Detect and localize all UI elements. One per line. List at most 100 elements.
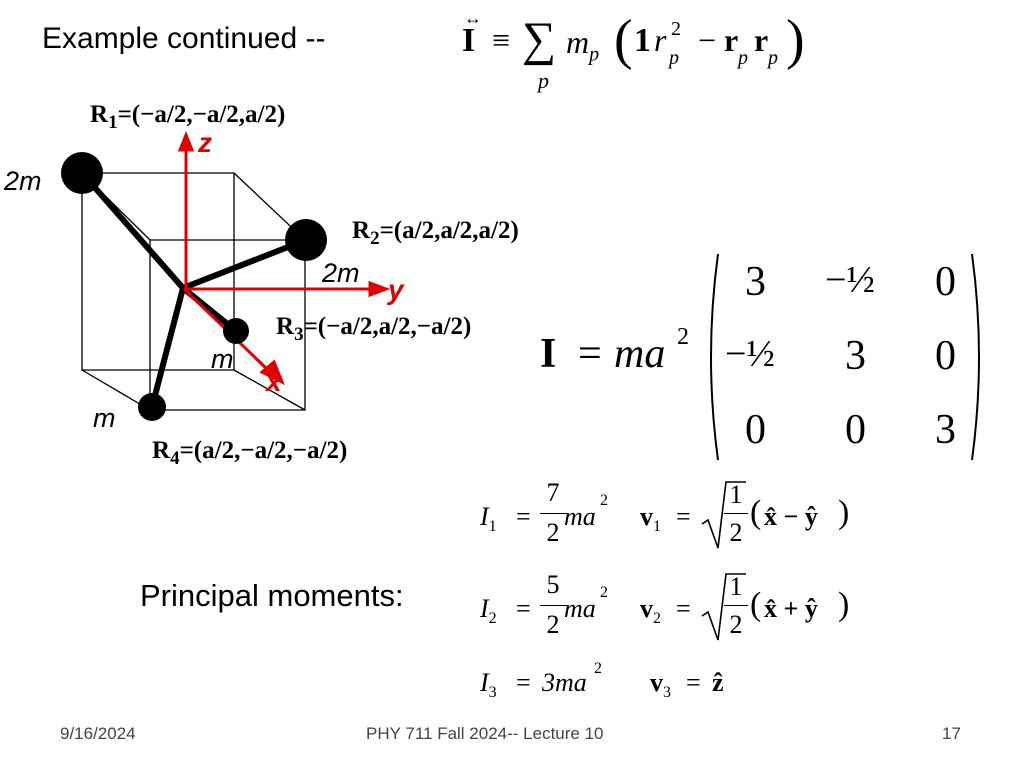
principal-eq-3: I3 = 3ma 2 v3 = ẑ <box>480 660 860 704</box>
v3-eq: = <box>686 668 701 697</box>
v1-symbol: v1 <box>640 502 661 536</box>
matrix-lhs: I <box>540 331 557 377</box>
mass-label-r1: 2m <box>4 166 42 196</box>
footer-page-number: 17 <box>942 724 961 743</box>
I3-eq: = <box>516 668 531 697</box>
r-squared-sup: 2 <box>671 18 681 40</box>
v1-rparen: ) <box>838 494 850 531</box>
axis-y-arrow-icon <box>368 280 391 298</box>
matrix-cell-13: 0 <box>935 259 956 305</box>
axis-z-label: z <box>198 127 212 158</box>
principal-eq-2: I2 = 5 2 ma 2 v2 = 1 2 ( x̂ + ŷ ) <box>480 570 860 646</box>
inertia-matrix-equation: I = ma 2 3 −½ 0 −½ 3 0 0 0 3 <box>540 250 990 465</box>
v3-vector: ẑ <box>712 668 724 697</box>
v2-eq: = <box>676 594 691 623</box>
axis-x-label: x <box>266 366 282 397</box>
sum-index: p <box>538 68 549 93</box>
I1-sup: 2 <box>600 492 608 509</box>
mass-label-r3: m <box>211 344 234 374</box>
matrix-eq: = <box>578 331 602 377</box>
I2-sup: 2 <box>600 584 608 601</box>
r-squared: r <box>654 22 667 58</box>
I1-ma: ma <box>564 502 596 531</box>
I1-den: 2 <box>546 518 560 547</box>
v2-rparen: ) <box>838 586 850 623</box>
matrix-prefactor: ma <box>614 331 666 377</box>
sqrt-1-icon <box>701 481 746 549</box>
footer-date: 9/16/2024 <box>60 724 136 743</box>
sum-sign: ∑ <box>522 13 557 66</box>
matrix-cell-21: −½ <box>725 333 775 375</box>
I2-symbol: I2 <box>480 594 497 628</box>
atom-r4 <box>138 393 166 421</box>
r-squared-sub: p <box>669 47 679 69</box>
I2-ma: ma <box>564 594 596 623</box>
v2-root-bar <box>724 605 748 606</box>
I1-symbol: I1 <box>480 502 497 536</box>
mass-label-r4: m <box>93 403 116 433</box>
I3-sup: 2 <box>594 660 602 677</box>
principal-eq-1: I1 = 7 2 ma 2 v1 = 1 2 ( x̂ − ŷ ) <box>480 478 860 554</box>
unit-tensor: 1 <box>634 22 651 59</box>
minus-sign: − <box>698 22 717 58</box>
bond-r4 <box>149 285 186 410</box>
matrix-cell-33: 3 <box>935 407 956 453</box>
matrix-cell-12: −½ <box>825 259 875 301</box>
I2-fraction-bar <box>540 605 566 606</box>
dyad-r2-sub: p <box>768 47 778 69</box>
I1-num: 7 <box>546 478 560 507</box>
v3-symbol: v3 <box>650 668 671 702</box>
tensor-arrow-icon: ↔ <box>464 8 482 28</box>
slide-title: Example continued -- <box>42 22 326 55</box>
v2-root-num: 1 <box>729 572 743 601</box>
v1-root-num: 1 <box>729 480 743 509</box>
bond-r2 <box>180 237 309 291</box>
I3-symbol: I3 <box>480 668 497 702</box>
left-paren: ( <box>614 9 633 71</box>
v1-root-den: 2 <box>729 518 743 547</box>
atom-r2 <box>285 219 327 261</box>
v1-root-bar <box>724 513 748 514</box>
principal-moments-label: Principal moments: <box>140 578 404 613</box>
axis-y-label: y <box>388 274 404 305</box>
I3-coef: 3ma <box>542 668 587 697</box>
I1-fraction-bar <box>540 513 566 514</box>
axis-x-arrow-icon <box>259 359 285 386</box>
r4-label: R4=(a/2,−a/2,−a/2) <box>152 437 348 469</box>
dyad-r2: r <box>754 22 769 58</box>
matrix-cell-23: 0 <box>935 333 956 379</box>
cube-diagram <box>61 130 391 421</box>
I1-eq: = <box>516 502 531 531</box>
atom-r3 <box>223 318 249 344</box>
v1-lparen: ( <box>750 494 762 531</box>
matrix-brackets <box>710 253 980 461</box>
v1-vector: x̂ − ŷ <box>764 502 818 531</box>
matrix-prefactor-sup: 2 <box>677 324 689 350</box>
matrix-cell-11: 3 <box>745 259 766 305</box>
tensor-symbol: ↔ I <box>462 8 482 59</box>
dyad-r1-sub: p <box>738 47 748 69</box>
matrix-cell-31: 0 <box>745 407 766 453</box>
matrix-grid: 3 −½ 0 −½ 3 0 0 0 3 <box>725 258 975 458</box>
matrix-cell-32: 0 <box>845 407 866 453</box>
r2-label: R2=(a/2,a/2,a/2) <box>352 217 519 249</box>
equiv-sign: ≡ <box>492 22 511 58</box>
sqrt-2-icon <box>701 573 746 641</box>
bond-r1 <box>79 170 186 291</box>
axis-z-arrow-icon <box>177 130 195 152</box>
tensor-definition: ↔ I ≡ ∑ p mp ( 1 r 2 p − r p r p ) <box>462 8 822 94</box>
mass-label-r2: 2m <box>322 258 360 288</box>
v1-eq: = <box>676 502 691 531</box>
I2-eq: = <box>516 594 531 623</box>
r3-label: R3=(−a/2,a/2,−a/2) <box>276 313 472 345</box>
I2-den: 2 <box>546 610 560 639</box>
v2-vector: x̂ + ŷ <box>764 594 818 623</box>
atom-r1 <box>61 152 103 194</box>
right-paren: ) <box>786 9 805 71</box>
mass-symbol: mp <box>566 24 600 66</box>
v2-symbol: v2 <box>640 594 661 628</box>
v2-lparen: ( <box>750 586 762 623</box>
r1-label: R1=(−a/2,−a/2,a/2) <box>90 101 286 133</box>
matrix-cell-22: 3 <box>845 333 866 379</box>
v2-root-den: 2 <box>729 610 743 639</box>
